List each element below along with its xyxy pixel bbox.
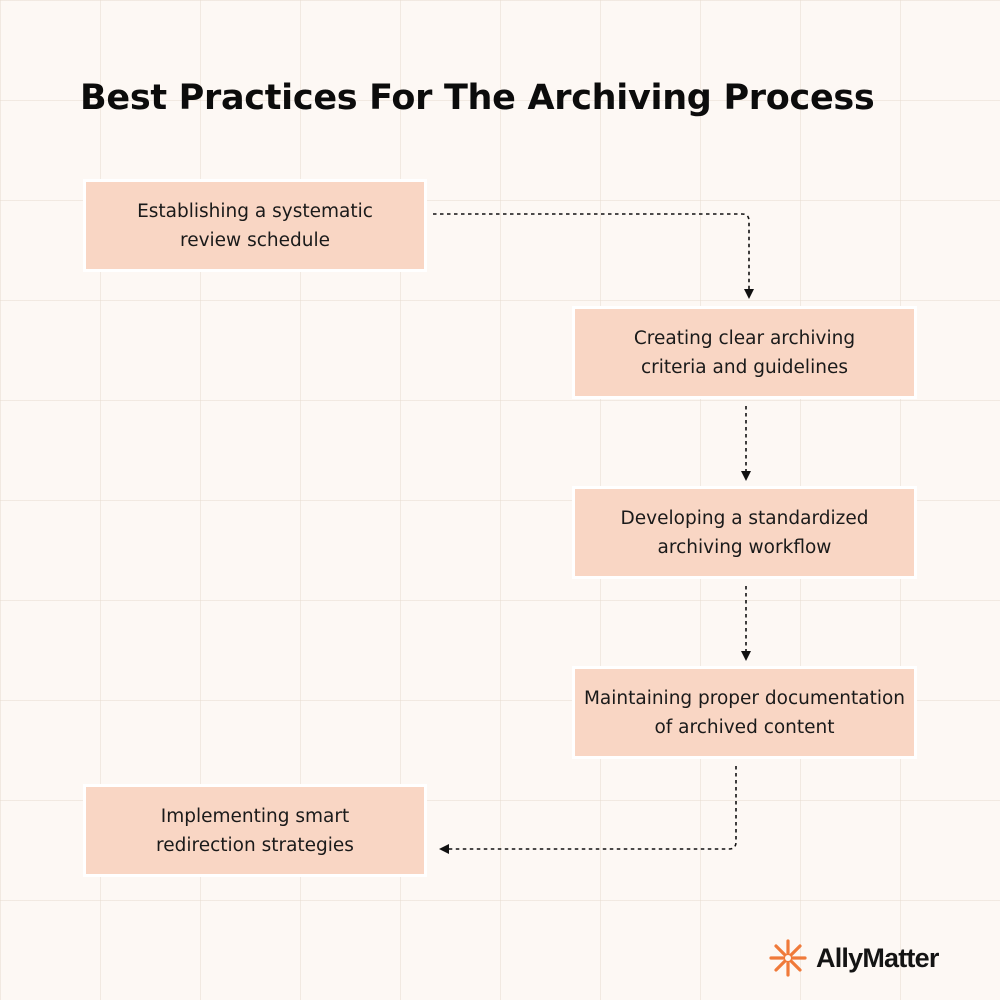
step-box-2: Creating clear archiving criteria and gu… [572,306,917,399]
step-4-line-2: of archived content [654,716,835,738]
connector-4-5 [439,766,737,854]
step-1-line-1: Establishing a systematic [137,200,373,222]
step-3-line-1: Developing a standardized [620,507,869,529]
step-2-line-2: criteria and guidelines [641,356,848,378]
brand-name: AllyMatter [816,942,939,973]
step-2-line-1: Creating clear archiving [633,327,856,349]
page-title: Best Practices For The Archiving Process [80,78,875,118]
step-box-4: Maintaining proper documentation of arch… [572,666,917,759]
starburst-icon [769,939,807,977]
step-5-line-2: redirection strategies [156,834,354,856]
connector-1-2 [433,213,754,299]
step-4-line-1: Maintaining proper documentation [583,687,906,709]
brand-logo: AllyMatter [768,938,939,978]
step-box-1: Establishing a systematic review schedul… [83,179,427,272]
step-box-5: Implementing smart redirection strategie… [83,784,427,877]
step-5-line-1: Implementing smart [160,805,350,827]
step-3-line-2: archiving workflow [657,536,832,558]
step-box-3: Developing a standardized archiving work… [572,486,917,579]
step-1-line-2: review schedule [180,229,330,251]
